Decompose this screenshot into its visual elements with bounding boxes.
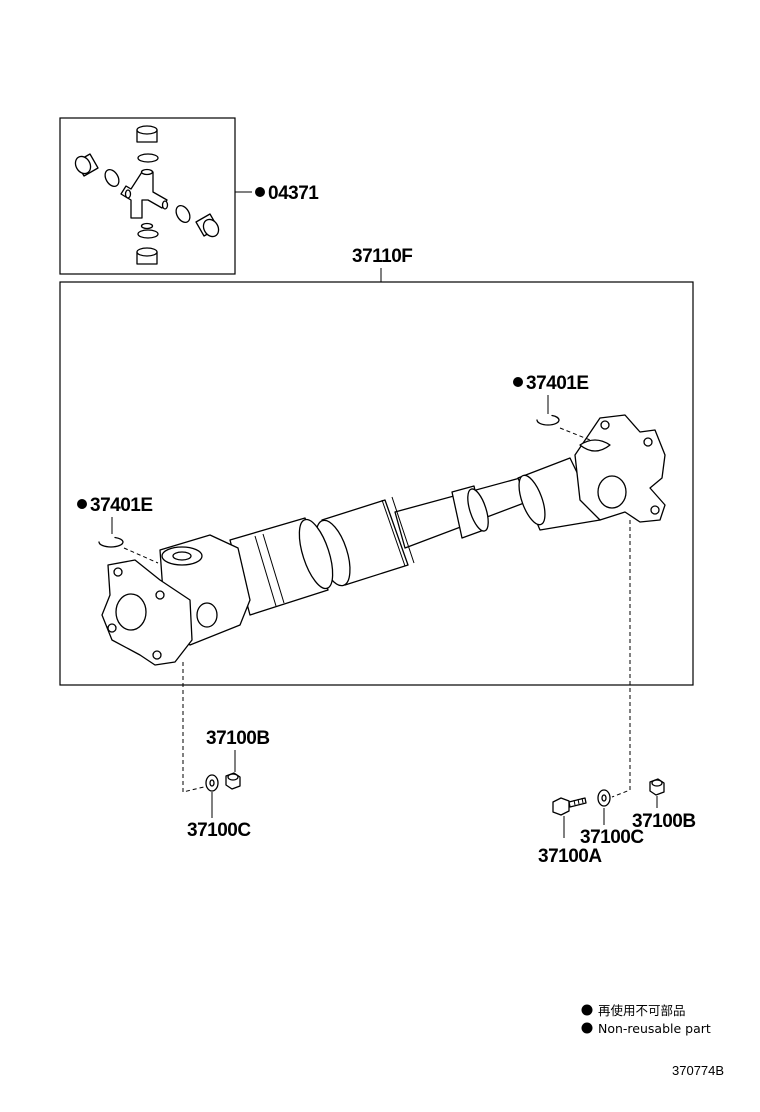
washer-rear xyxy=(597,789,611,807)
front-flange-hole xyxy=(115,593,147,631)
legend-mark-icon-ja xyxy=(581,1004,593,1016)
snap-ring-top xyxy=(137,153,159,163)
non-reusable-mark-icon xyxy=(255,187,265,197)
bearing-cup-bottom xyxy=(136,247,158,265)
guide-rear-snap xyxy=(559,427,591,441)
non-reusable-mark-icon-rear xyxy=(513,377,523,387)
front-flange-yoke xyxy=(101,559,193,666)
guide-rear-fasteners xyxy=(611,520,631,798)
rear-flange-hole xyxy=(597,475,627,509)
legend-mark-icon-en xyxy=(581,1022,593,1034)
label-37100A: 37100A xyxy=(538,846,602,867)
snap-ring-left xyxy=(104,168,120,188)
non-reusable-mark-icon-front xyxy=(77,499,87,509)
label-37100C-rear: 37100C xyxy=(580,827,644,848)
cross-spider xyxy=(120,168,169,230)
bearing-cup-left xyxy=(74,153,99,177)
label-37110F: 37110F xyxy=(352,246,412,267)
propeller-shaft xyxy=(101,414,666,666)
label-37401E-front: 37401E xyxy=(90,495,153,516)
washer-front xyxy=(205,774,219,792)
label-04371: 04371 xyxy=(268,183,319,204)
snap-ring-front xyxy=(98,536,124,548)
label-37100B-front: 37100B xyxy=(206,728,270,749)
legend-japanese: 再使用不可部品 xyxy=(598,1003,686,1018)
bearing-cup-right xyxy=(195,213,220,238)
label-37100B-rear: 37100B xyxy=(632,811,696,832)
snap-ring-right xyxy=(175,204,191,224)
nut-front xyxy=(225,772,241,790)
rear-cross-joint xyxy=(579,439,611,452)
universal-joint-kit-inset xyxy=(59,117,252,275)
front-cross-cap xyxy=(196,602,218,628)
center-tube-band xyxy=(381,496,415,567)
snap-ring-bottom xyxy=(137,229,159,239)
nut-rear xyxy=(649,778,665,796)
guide-front-fasteners xyxy=(182,662,209,793)
legend-english: Non-reusable part xyxy=(598,1021,711,1036)
front-tube-band xyxy=(254,533,285,607)
inset-frame xyxy=(59,117,236,275)
shaft-assembly-frame xyxy=(59,281,694,686)
snap-ring-rear xyxy=(536,414,560,426)
guide-front-snap xyxy=(123,547,159,564)
diagram-code: 370774B xyxy=(672,1063,724,1078)
bolt-rear xyxy=(552,797,587,816)
label-37401E-rear: 37401E xyxy=(526,373,589,394)
label-37100C-front: 37100C xyxy=(187,820,251,841)
bearing-cup-top xyxy=(136,125,158,143)
